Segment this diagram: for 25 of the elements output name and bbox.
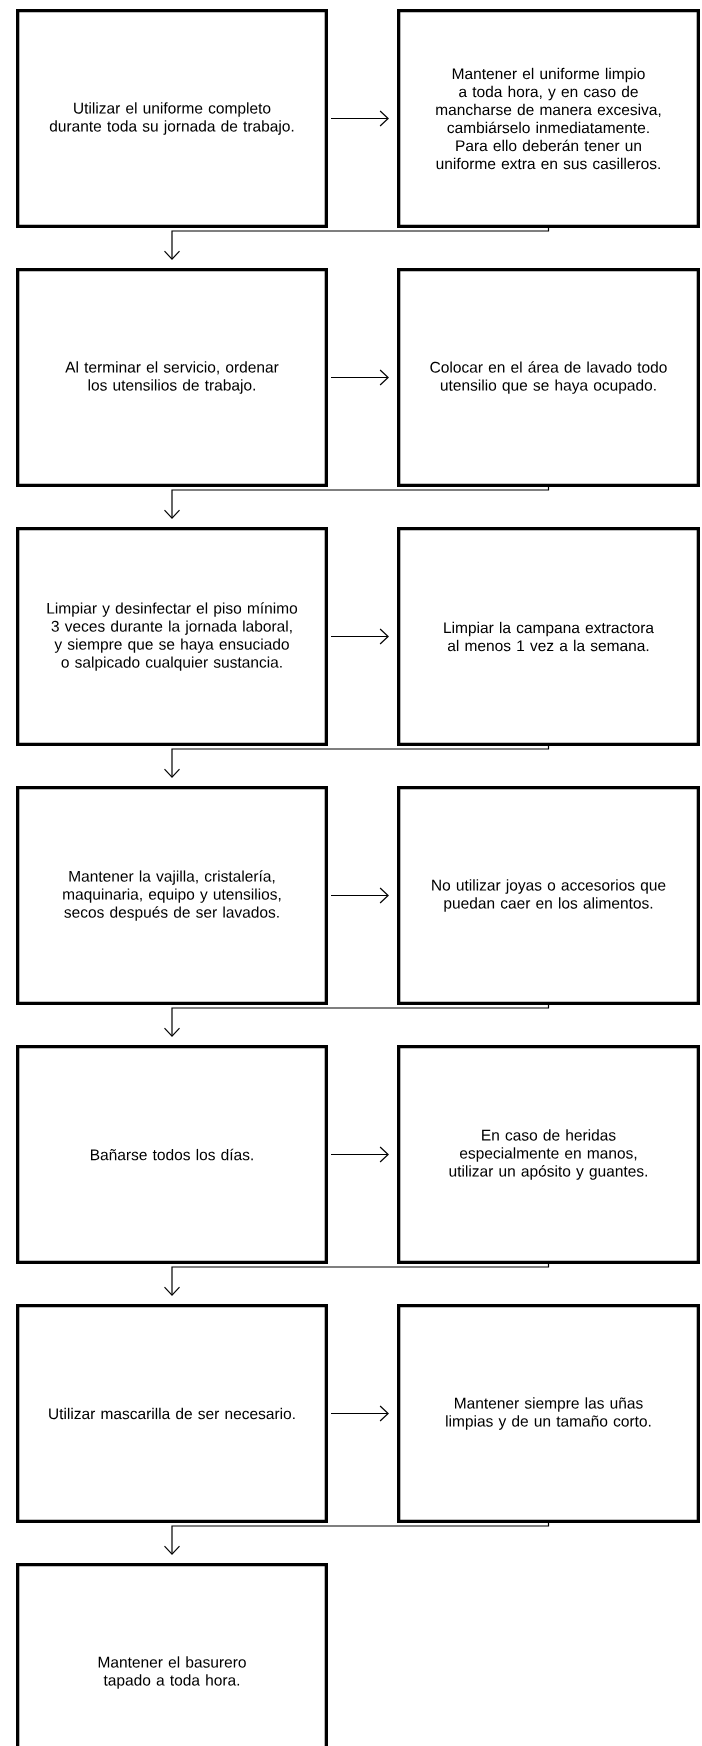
- process-box: Limpiar y desinfectar el piso mínimo 3 veces durante la jornada laboral, y siempre que se haya ensuciado o salpicado cualquier sustancia.: [16, 527, 328, 746]
- process-box: Utilizar el uniforme completo durante toda su jornada de trabajo.: [16, 9, 328, 228]
- process-box: Al terminar el servicio, ordenar los utensilios de trabajo.: [16, 268, 328, 487]
- arrow: [330, 887, 389, 904]
- arrow: [330, 628, 389, 645]
- arrow: [163, 1004, 550, 1037]
- process-box: Mantener el uniforme limpio a toda hora, y en caso de mancharse de manera excesiva, cambiárselo inmediatamente. Para ello deberán tener un uniforme extra en sus casilleros.: [397, 9, 700, 228]
- process-box: Colocar en el área de lavado todo utensilio que se haya ocupado.: [397, 268, 700, 487]
- arrow: [330, 369, 389, 386]
- process-box: Limpiar la campana extractora al menos 1 vez a la semana.: [397, 527, 700, 746]
- process-box: Mantener el basurero tapado a toda hora.: [16, 1563, 328, 1746]
- arrow: [163, 227, 550, 260]
- arrow: [330, 1405, 389, 1422]
- process-box: Bañarse todos los días.: [16, 1045, 328, 1264]
- arrow: [163, 486, 550, 519]
- arrow: [330, 110, 389, 127]
- arrow: [163, 1522, 550, 1555]
- process-box: No utilizar joyas o accesorios que puedan caer en los alimentos.: [397, 786, 700, 1005]
- process-box: Utilizar mascarilla de ser necesario.: [16, 1304, 328, 1523]
- process-box: Mantener siempre las uñas limpias y de un tamaño corto.: [397, 1304, 700, 1523]
- process-box: En caso de heridas especialmente en manos, utilizar un apósito y guantes.: [397, 1045, 700, 1264]
- arrow: [163, 745, 550, 778]
- arrow: [163, 1263, 550, 1296]
- process-box: Mantener la vajilla, cristalería, maquinaria, equipo y utensilios, secos después de ser lavados.: [16, 786, 328, 1005]
- arrow: [330, 1146, 389, 1163]
